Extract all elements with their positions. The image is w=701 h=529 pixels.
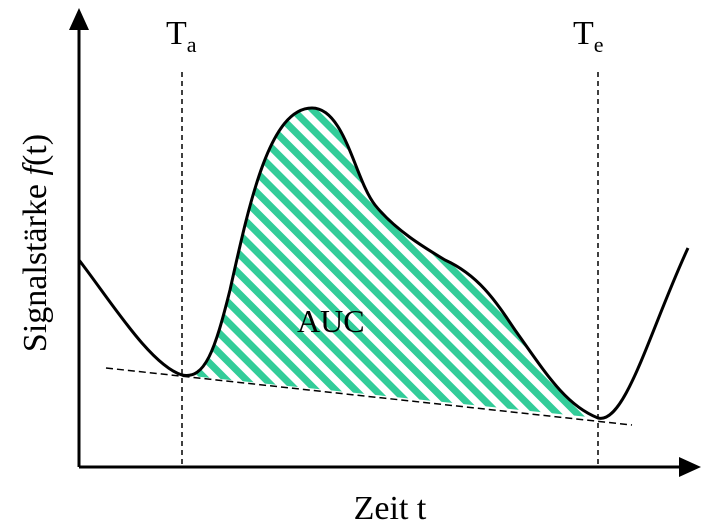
- marker-end-label: Te: [573, 15, 604, 57]
- baseline-dashed-line: [105, 367, 633, 426]
- marker-start-label: Ta: [166, 15, 197, 57]
- x-axis-label: Zeit t: [354, 490, 427, 527]
- axes: [69, 8, 701, 477]
- auc-label: AUC: [297, 303, 365, 339]
- y-axis-label: Signalstärke f(t): [17, 134, 54, 352]
- signal-curve: [77, 106, 690, 420]
- x-axis-arrow: [679, 457, 701, 477]
- y-axis-arrow: [69, 8, 89, 30]
